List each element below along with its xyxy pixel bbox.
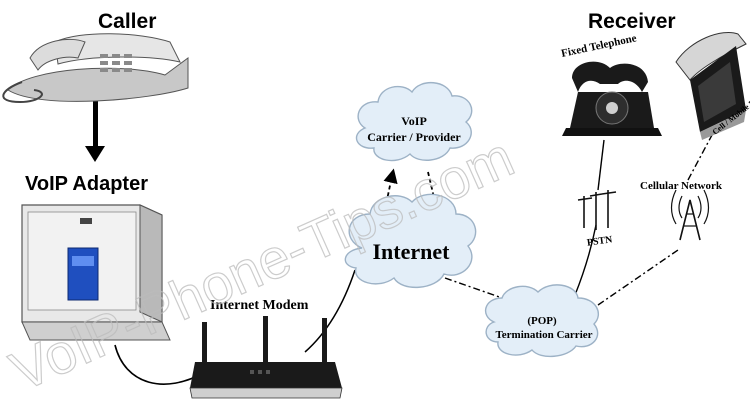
labels: Caller VoIP Adapter Internet Modem VoIP … <box>25 10 750 341</box>
pop-label-line2: Termination Carrier <box>495 329 592 341</box>
voip-adapter-label: VoIP Adapter <box>25 173 148 195</box>
cellular-network-label: Cellular Network <box>640 180 723 192</box>
router-internet-link <box>304 269 356 353</box>
internet-label: Internet <box>373 239 451 264</box>
voip-carrier-label-line1: VoIP <box>401 114 427 128</box>
internet-modem-label: Internet Modem <box>210 298 309 313</box>
pstn-label: PSTN <box>586 234 614 249</box>
caller-to-adapter-arrow <box>85 98 105 162</box>
caller-label: Caller <box>98 10 156 33</box>
pstn-fixed-phone-link <box>597 139 605 191</box>
voip-carrier-label-line2: Carrier / Provider <box>367 130 461 144</box>
voip-adapter-icon <box>21 204 171 341</box>
voip-carrier-cloud <box>355 82 473 162</box>
adapter-router-cable <box>114 344 206 385</box>
pop-label-line1: (POP) <box>527 315 557 327</box>
rotary-phone-icon <box>562 61 662 136</box>
pop-cloud <box>484 284 599 357</box>
router-icon <box>189 316 343 399</box>
mobile-phone-icon <box>675 32 747 140</box>
cell-tower-icon <box>670 189 710 241</box>
fixed-telephone-label: Fixed Telephone <box>560 32 638 60</box>
desk-phone-icon <box>2 33 189 104</box>
cell-tower-mobile-link <box>687 134 713 181</box>
internet-pop-link <box>444 277 509 301</box>
internet-cloud <box>344 193 477 289</box>
receiver-label: Receiver <box>588 10 676 33</box>
pstn-tower-icon <box>577 190 617 230</box>
pop-pstn-link <box>574 224 597 296</box>
pop-cell-tower-link <box>597 249 679 306</box>
